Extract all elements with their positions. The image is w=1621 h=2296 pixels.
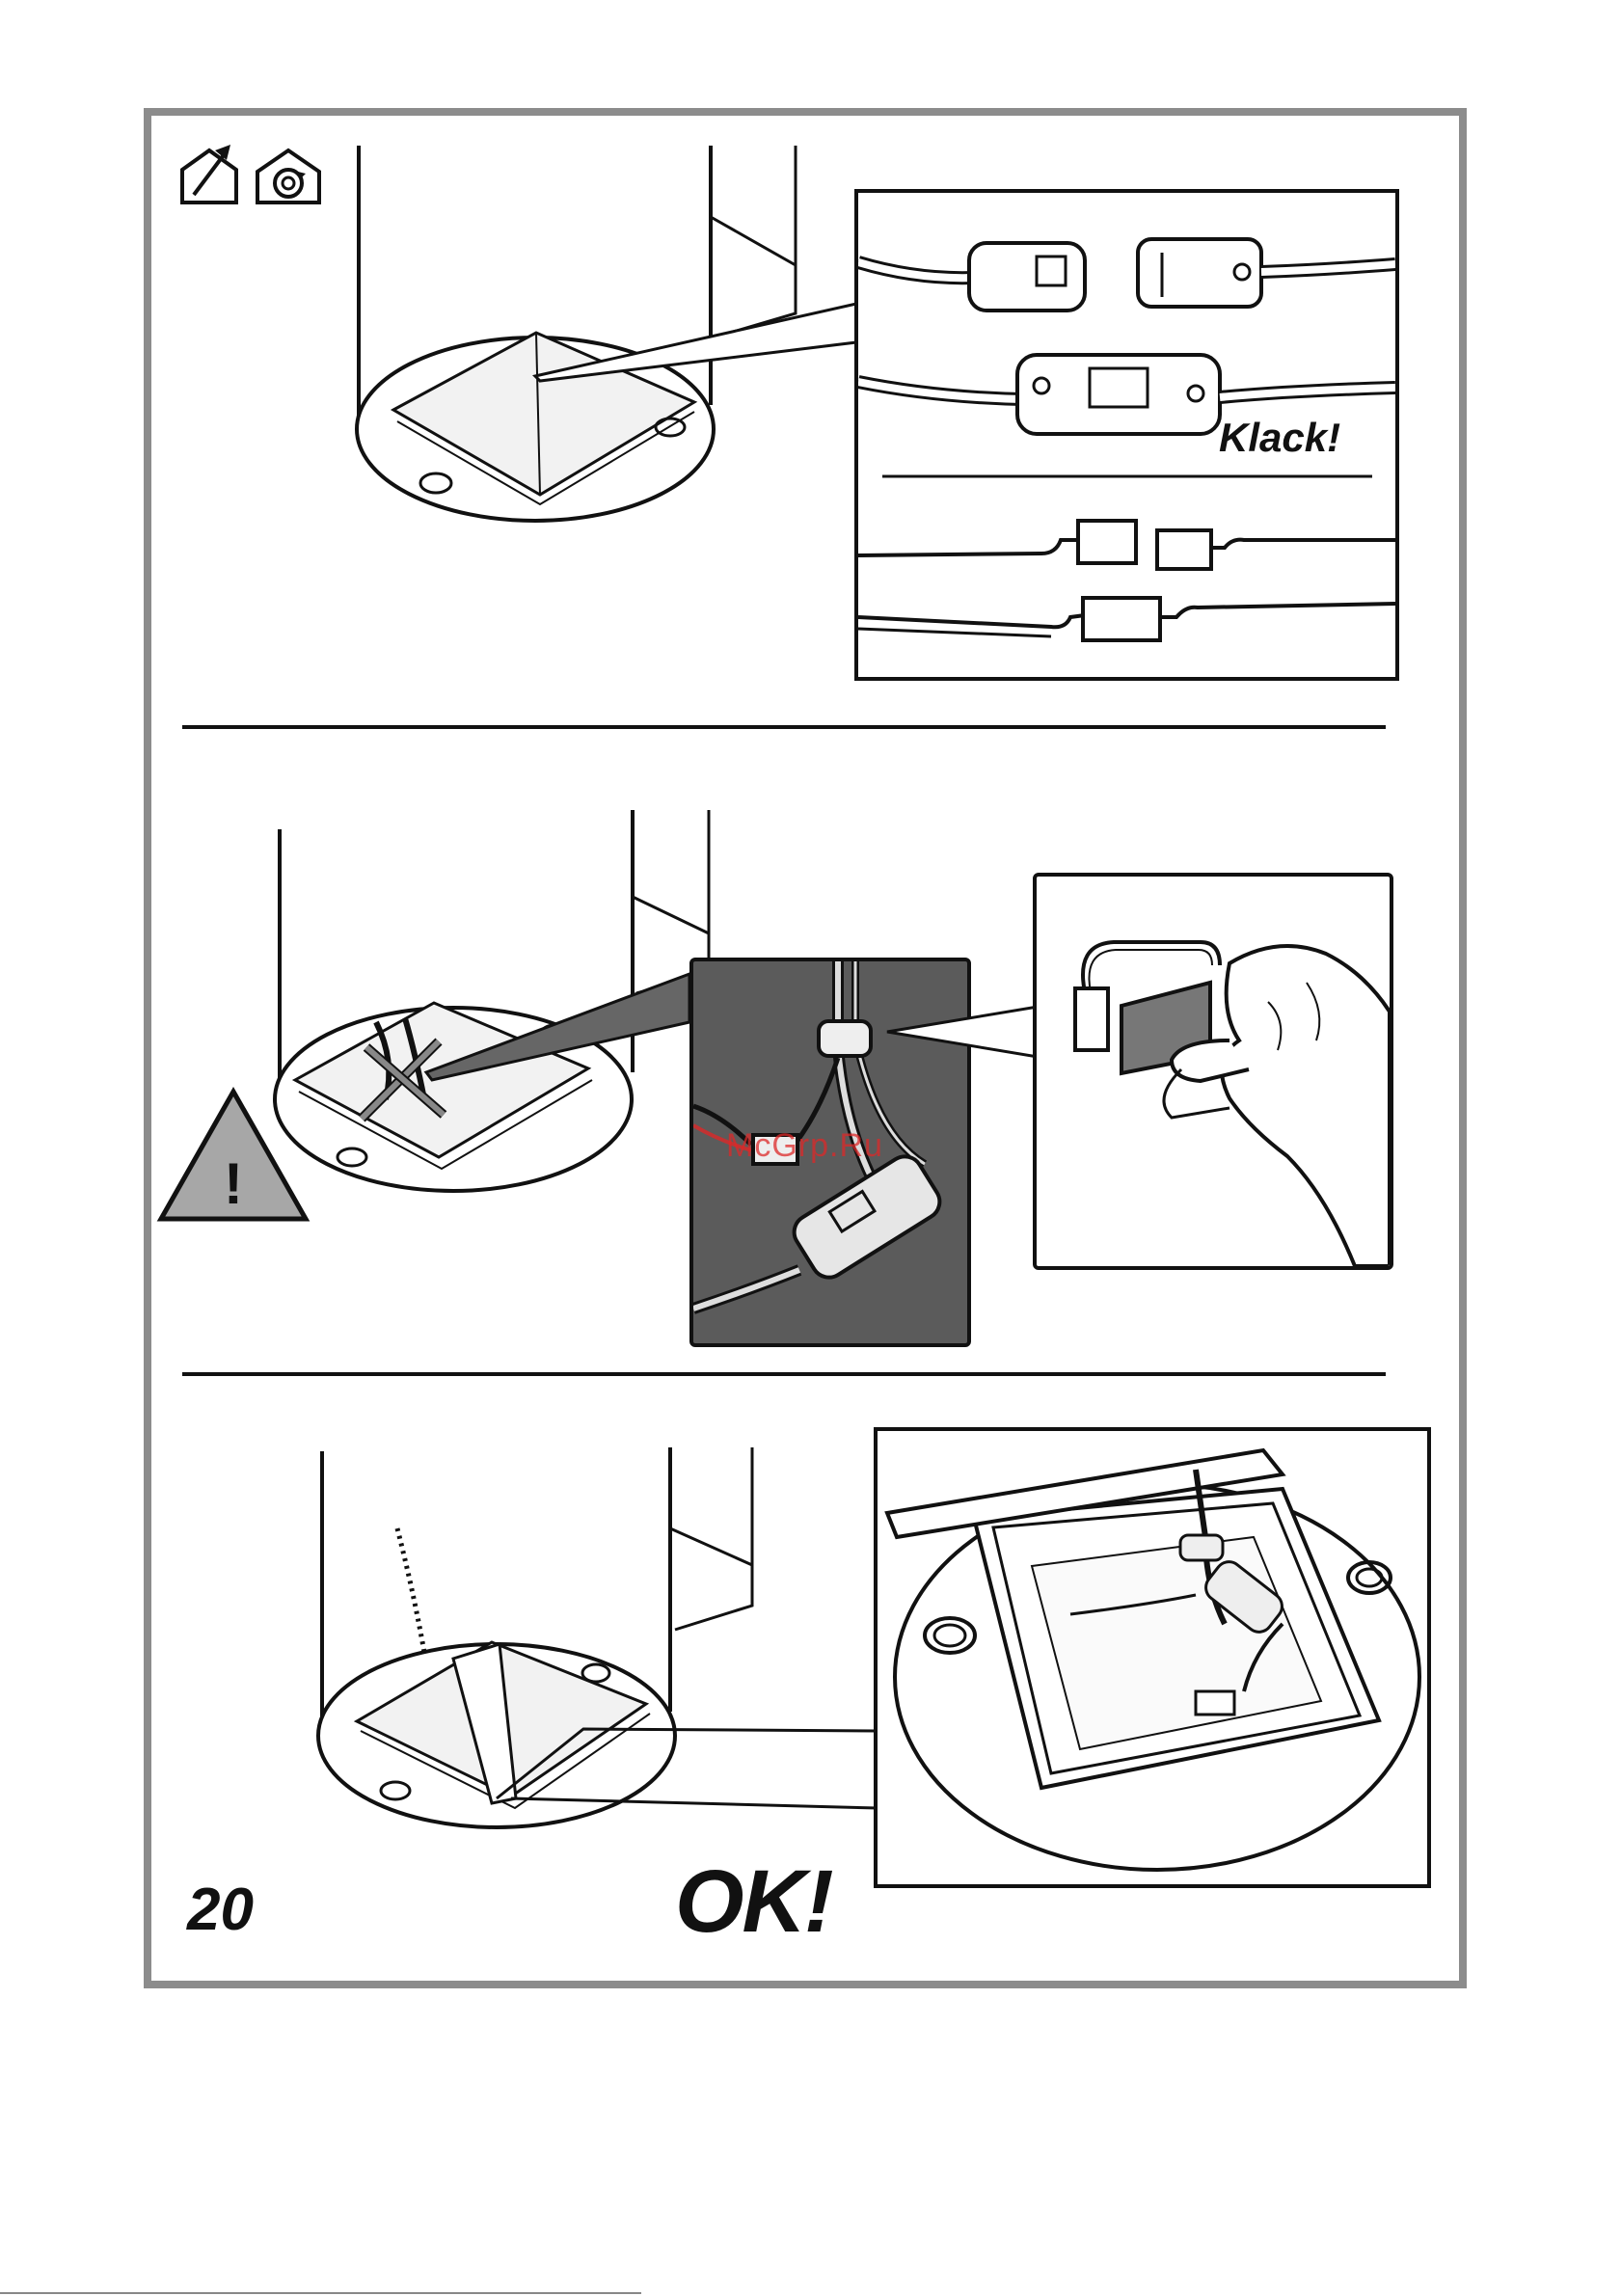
klack-label: Klack! bbox=[1219, 415, 1340, 461]
warning-triangle-icon: ! bbox=[157, 1088, 310, 1223]
panel-closed-detail bbox=[874, 1427, 1431, 1888]
hand-clip-detail-panel bbox=[1033, 873, 1393, 1270]
house-recirculation-icon bbox=[254, 145, 323, 206]
watermark-text: McGrp.Ru bbox=[726, 1127, 883, 1165]
ok-label: OK! bbox=[675, 1851, 832, 1953]
hand-holding-clip-illustration bbox=[1037, 877, 1390, 1266]
hood-chimney-illustration-2 bbox=[270, 810, 723, 1215]
section-divider-2 bbox=[182, 1372, 1386, 1376]
page-number: 20 bbox=[187, 1876, 254, 1944]
hood-chimney-illustration-1 bbox=[347, 140, 810, 545]
connector-detail-panel: Klack! bbox=[854, 189, 1399, 681]
warning-exclamation: ! bbox=[224, 1151, 243, 1216]
filter-panel-illustration bbox=[878, 1431, 1427, 1884]
section-divider-1 bbox=[182, 725, 1386, 729]
hood-chimney-illustration-3 bbox=[309, 1442, 771, 1837]
bottom-rule bbox=[0, 2292, 641, 2294]
house-vent-out-icon bbox=[176, 143, 246, 206]
callout-pointer-2 bbox=[887, 1003, 1041, 1061]
